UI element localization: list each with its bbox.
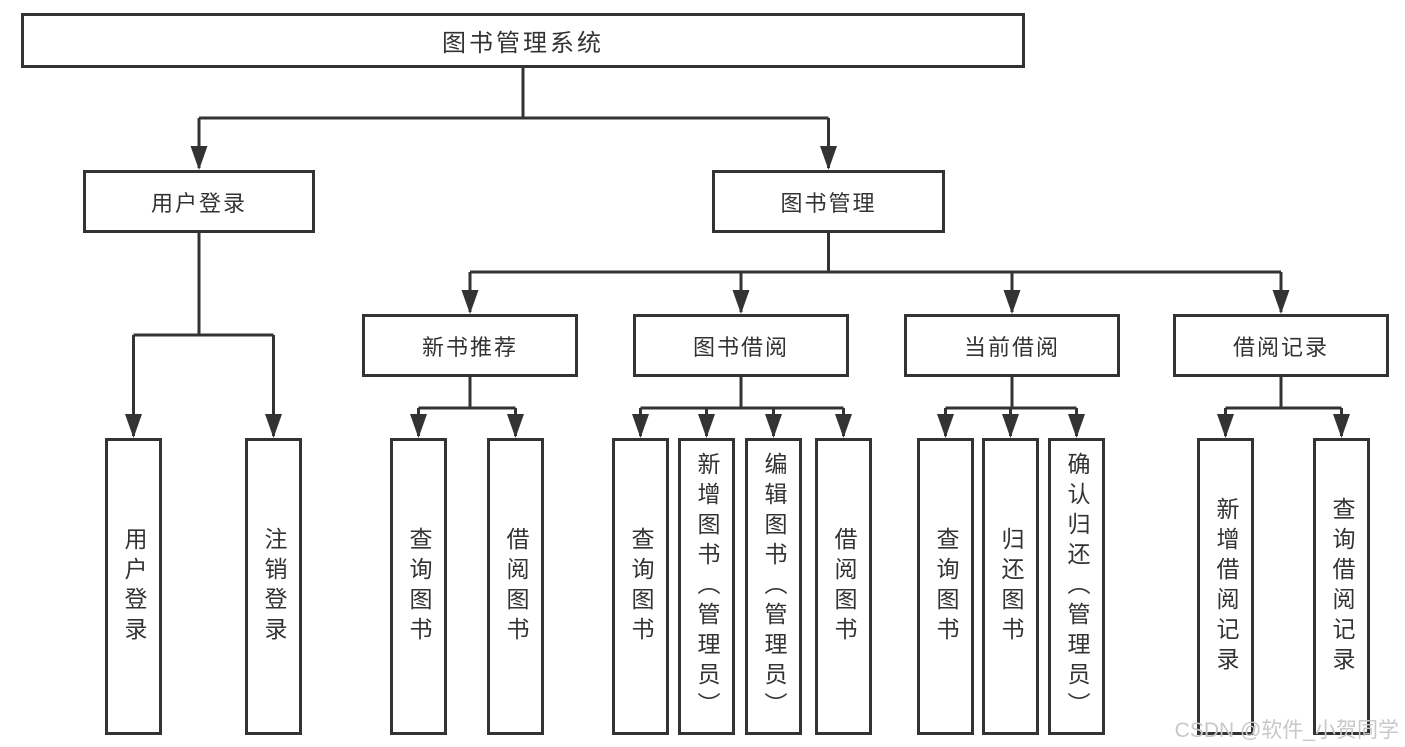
node-user-login: 用户登录 — [83, 170, 315, 233]
leaf-newbooks-query-label: 查询图书 — [406, 526, 432, 647]
leaf-borrow-borrow-label: 借阅图书 — [831, 526, 857, 647]
leaf-logout: 注销登录 — [245, 438, 302, 735]
leaf-current-confirm-admin: 确认归还（管理员） — [1048, 438, 1105, 735]
node-book-mgmt: 图书管理 — [712, 170, 945, 233]
node-book-borrow-label: 图书借阅 — [692, 334, 789, 360]
leaf-current-return-label: 归还图书 — [998, 526, 1024, 647]
leaf-records-add: 新增借阅记录 — [1197, 438, 1254, 735]
watermark: CSDN @软件_小贺同学 — [1174, 719, 1399, 742]
node-root: 图书管理系统 — [21, 13, 1025, 68]
leaf-current-query-label: 查询图书 — [933, 526, 959, 647]
node-root-label: 图书管理系统 — [442, 30, 604, 57]
node-current-borrow-label: 当前借阅 — [963, 334, 1060, 360]
leaf-borrow-edit-admin-label: 编辑图书（管理员） — [761, 451, 787, 722]
leaf-current-return: 归还图书 — [982, 438, 1039, 735]
leaf-user-login-label: 用户登录 — [121, 526, 147, 647]
leaf-borrow-query-label: 查询图书 — [628, 526, 654, 647]
node-new-books: 新书推荐 — [362, 314, 578, 377]
leaf-borrow-add-admin-label: 新增图书（管理员） — [694, 451, 720, 722]
node-borrow-records: 借阅记录 — [1173, 314, 1389, 377]
leaf-newbooks-borrow: 借阅图书 — [487, 438, 544, 735]
node-new-books-label: 新书推荐 — [421, 334, 518, 360]
leaf-newbooks-borrow-label: 借阅图书 — [503, 526, 529, 647]
leaf-user-login: 用户登录 — [105, 438, 162, 735]
leaf-borrow-borrow: 借阅图书 — [815, 438, 872, 735]
leaf-current-query: 查询图书 — [917, 438, 974, 735]
leaf-records-query: 查询借阅记录 — [1313, 438, 1370, 735]
leaf-borrow-edit-admin: 编辑图书（管理员） — [745, 438, 802, 735]
node-current-borrow: 当前借阅 — [904, 314, 1120, 377]
node-borrow-records-label: 借阅记录 — [1232, 334, 1329, 360]
leaf-logout-label: 注销登录 — [261, 526, 287, 647]
leaf-newbooks-query: 查询图书 — [390, 438, 447, 735]
node-user-login-label: 用户登录 — [150, 190, 247, 216]
arrowheads — [125, 146, 1350, 438]
leaf-records-query-label: 查询借阅记录 — [1329, 496, 1355, 677]
node-book-mgmt-label: 图书管理 — [780, 190, 877, 216]
leaf-borrow-add-admin: 新增图书（管理员） — [678, 438, 735, 735]
node-book-borrow: 图书借阅 — [633, 314, 849, 377]
leaf-records-add-label: 新增借阅记录 — [1213, 496, 1239, 677]
leaf-current-confirm-admin-label: 确认归还（管理员） — [1064, 451, 1090, 722]
leaf-borrow-query: 查询图书 — [612, 438, 669, 735]
